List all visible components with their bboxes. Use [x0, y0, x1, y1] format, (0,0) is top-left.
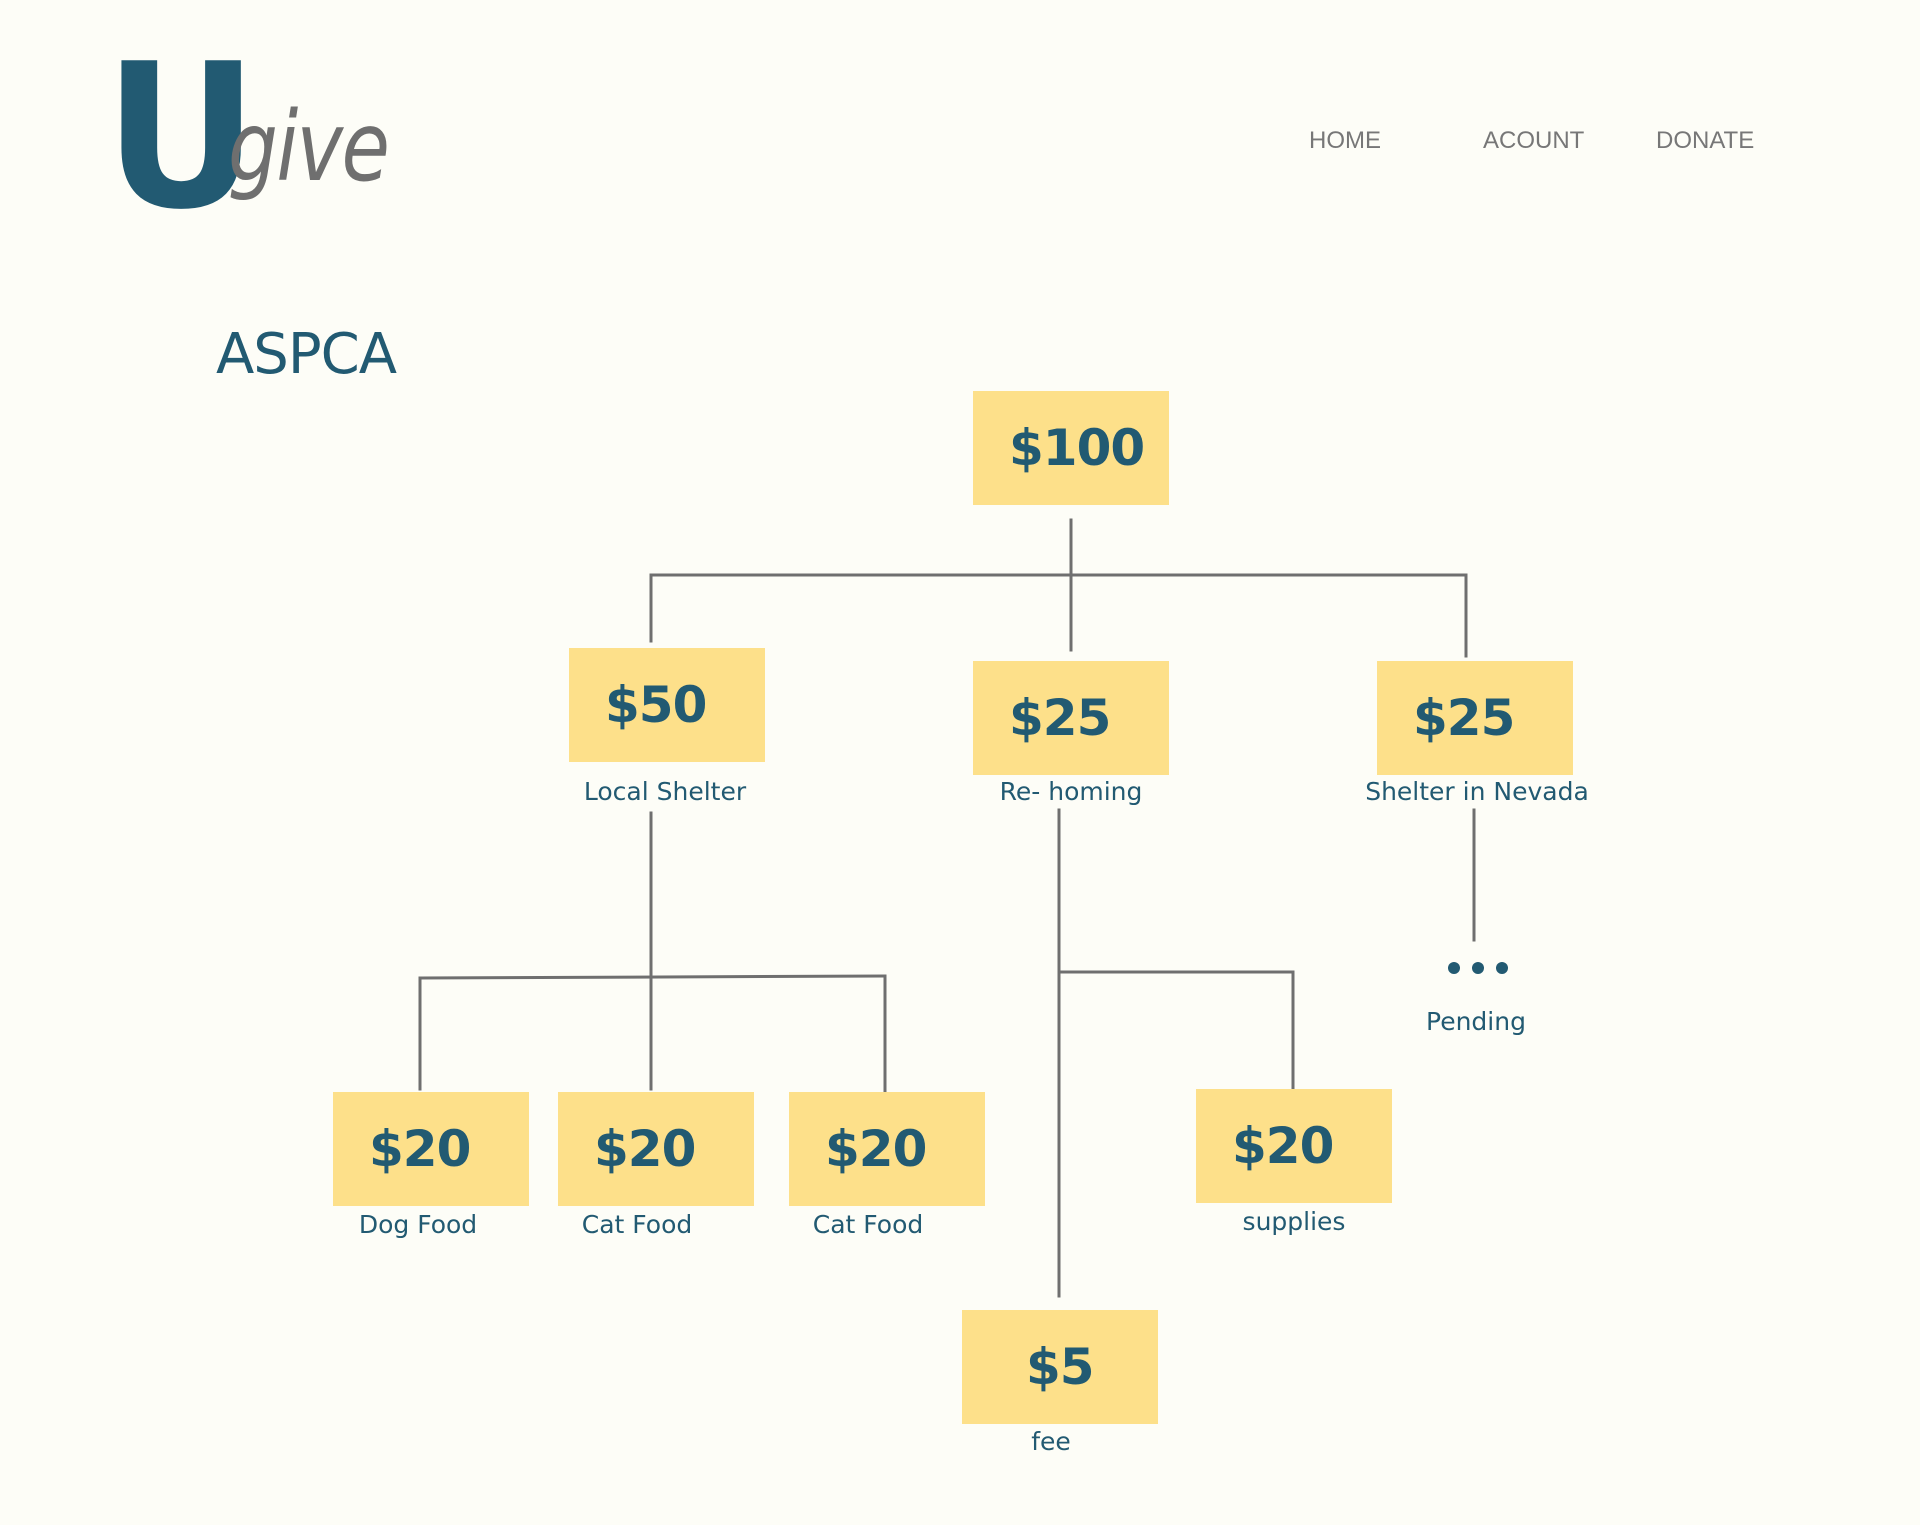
organization-title: ASPCA [216, 322, 397, 387]
nevada-shelter-label: Shelter in Nevada [1365, 777, 1589, 806]
fee-label: fee [1031, 1427, 1071, 1456]
connector-local-shelter-branch [418, 974, 887, 980]
pending-label: Pending [1426, 1007, 1526, 1036]
root-amount-box[interactable]: $100 [973, 391, 1169, 505]
dog-food-amount-box[interactable]: $20 [333, 1092, 529, 1206]
nav-donate-link[interactable]: DONATE [1656, 127, 1755, 154]
cat-food-2-label: Cat Food [812, 1210, 924, 1239]
local-shelter-amount-box[interactable]: $50 [569, 648, 765, 762]
logo-letter: U [104, 21, 258, 254]
supplies-label: supplies [1242, 1207, 1346, 1236]
cat-food-1-label: Cat Food [581, 1210, 693, 1239]
cat-food-2-amount-box[interactable]: $20 [789, 1092, 985, 1206]
cat-food-1-amount-box[interactable]: $20 [558, 1092, 754, 1206]
fee-amount-box[interactable]: $5 [962, 1310, 1158, 1424]
local-shelter-label: Local Shelter [583, 777, 747, 806]
rehoming-amount-box[interactable]: $25 [973, 661, 1169, 775]
nav-home-link[interactable]: HOME [1309, 127, 1381, 154]
logo-word: give [228, 91, 390, 203]
supplies-amount-box[interactable]: $20 [1196, 1089, 1392, 1203]
nav-account-link[interactable]: ACOUNT [1483, 127, 1585, 154]
rehoming-label: Re- homing [999, 777, 1143, 806]
nevada-shelter-amount-box[interactable]: $25 [1377, 661, 1573, 775]
pending-ellipsis-icon [1448, 962, 1508, 976]
dog-food-label: Dog Food [358, 1210, 478, 1239]
